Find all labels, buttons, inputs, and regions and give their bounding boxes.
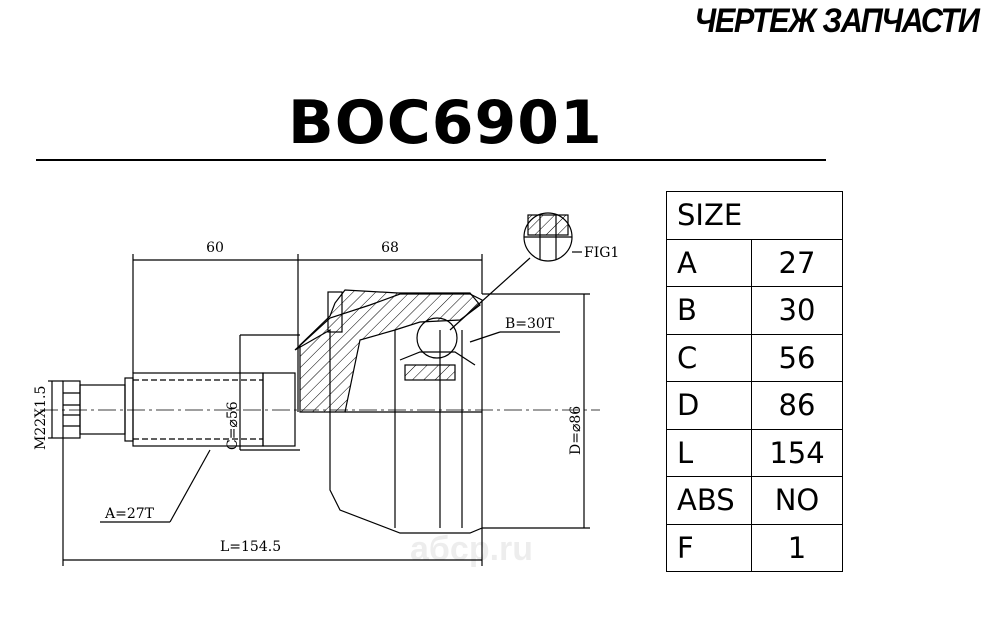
dim-60-label: 60 [206, 240, 224, 256]
title-underline [36, 159, 826, 161]
thread-tip [62, 380, 81, 439]
ball [416, 317, 458, 359]
a-spline-label: A=27T [104, 506, 155, 522]
row-value: 1 [751, 523, 843, 572]
row-key: F [666, 523, 752, 572]
row-value: 27 [751, 238, 843, 287]
c-diameter-label: C=⌀56 [225, 401, 241, 450]
thread-label: M22X1.5 [33, 386, 49, 450]
d-diameter-label: D=⌀86 [568, 406, 584, 455]
size-table-title: SIZE [666, 191, 843, 240]
row-value: NO [751, 476, 843, 525]
row-key: C [666, 333, 752, 382]
row-key: A [666, 238, 752, 287]
row-key: B [666, 286, 752, 335]
b-spline-label: B=30T [505, 316, 555, 332]
length-label: L=154.5 [220, 539, 281, 555]
part-number: BOC6901 [288, 88, 603, 158]
row-value: 56 [751, 333, 843, 382]
row-key: L [666, 428, 752, 477]
fig1-label: FIG1 [584, 245, 619, 261]
row-value: 154 [751, 428, 843, 477]
row-key: D [666, 381, 752, 430]
dim-68-label: 68 [381, 240, 399, 256]
watermark: aбcp.ru [410, 530, 533, 568]
spline-shaft [132, 372, 264, 447]
row-value: 86 [751, 381, 843, 430]
row-key: ABS [666, 476, 752, 525]
brand-title: ЧЕРТЕЖ ЗАПЧАСТИ [694, 2, 979, 40]
row-value: 30 [751, 286, 843, 335]
